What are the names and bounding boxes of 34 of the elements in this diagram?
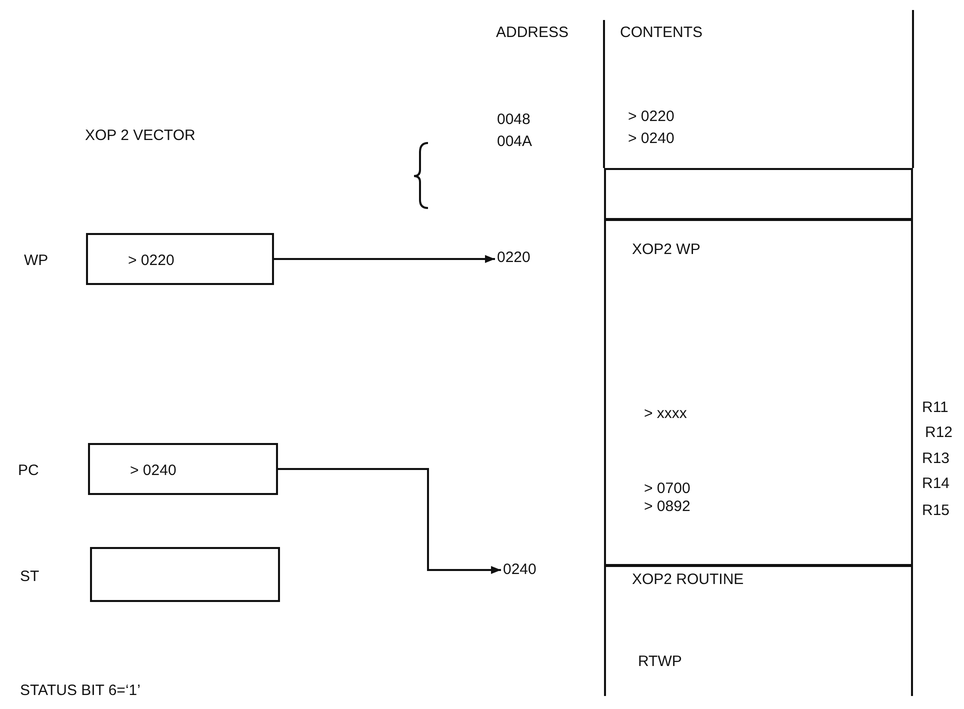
- value-text: > 0700: [644, 480, 690, 497]
- routine-block: [604, 565, 913, 696]
- memory-cell: [604, 168, 913, 220]
- register-name: R15: [922, 502, 950, 519]
- value-text: > 0220: [128, 252, 174, 269]
- register-name: WP: [24, 252, 48, 269]
- address-text: 0240: [503, 561, 536, 578]
- register-name: ST: [20, 568, 40, 585]
- arrow: [274, 255, 495, 263]
- register-name: R12: [925, 424, 953, 441]
- register-name: PC: [18, 462, 39, 479]
- register-name: R11: [922, 399, 948, 416]
- value-text: > 0892: [644, 498, 690, 515]
- arrow: [278, 468, 501, 574]
- status-note: STATUS BIT 6=‘1’: [20, 682, 140, 699]
- value-text: > 0240: [130, 462, 176, 479]
- address-label: 0048: [497, 111, 530, 128]
- address-label: 004A: [497, 133, 532, 150]
- column-heading: CONTENTS: [620, 24, 702, 41]
- value-text: RTWP: [638, 653, 682, 670]
- column-heading: ADDRESS: [496, 24, 569, 41]
- register-box: [88, 443, 278, 495]
- register-box: [90, 547, 280, 602]
- address-text: 0220: [497, 249, 530, 266]
- block-title: XOP2 ROUTINE: [632, 571, 744, 588]
- value-text: > xxxx: [644, 405, 687, 422]
- register-name: R14: [922, 475, 950, 492]
- memory-value: > 0220: [628, 108, 674, 125]
- workspace-block: [604, 219, 913, 566]
- register-name: R13: [922, 450, 950, 467]
- register-box: [86, 233, 274, 285]
- memory-value: > 0240: [628, 130, 674, 147]
- vector-label: XOP 2 VECTOR: [85, 127, 196, 144]
- block-title: XOP2 WP: [632, 241, 700, 258]
